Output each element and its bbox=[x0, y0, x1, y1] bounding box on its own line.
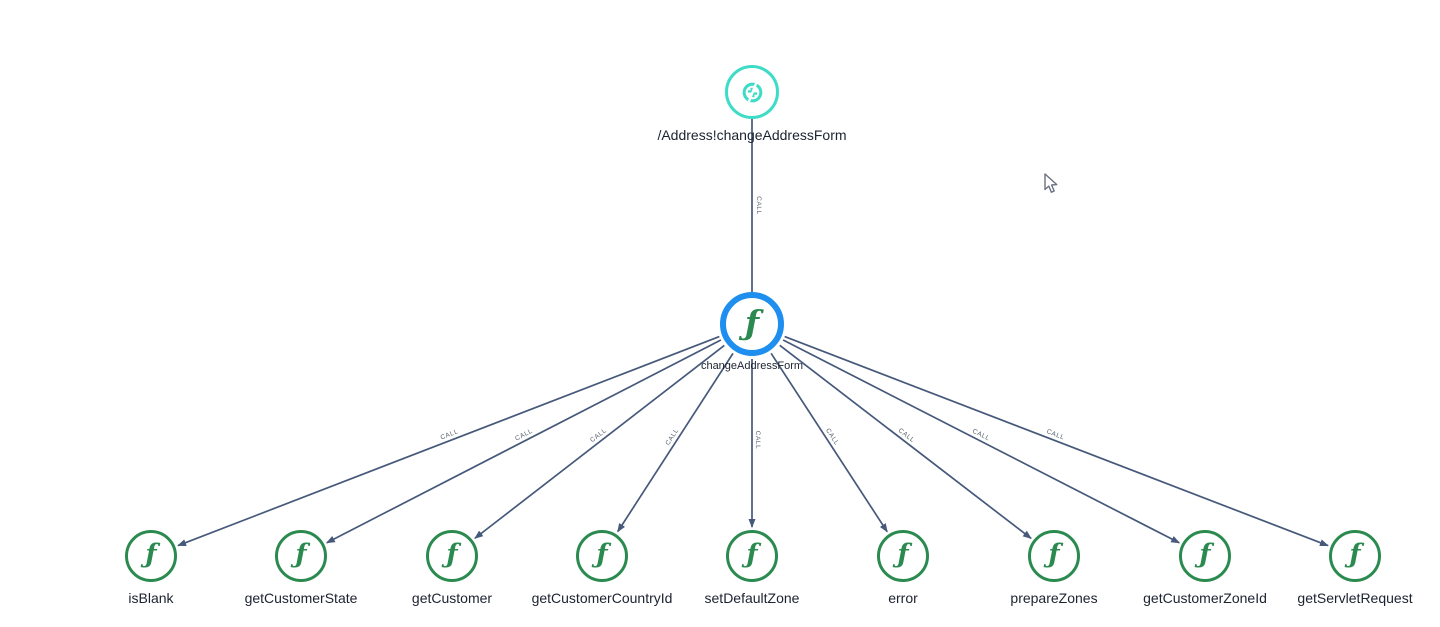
function-icon: ƒ bbox=[744, 302, 760, 342]
function-icon: ƒ bbox=[1199, 539, 1211, 570]
node-label-function: setDefaultZone bbox=[704, 590, 800, 606]
node-label-function: getServletRequest bbox=[1297, 590, 1413, 606]
edge-label-call: CALL bbox=[514, 428, 534, 443]
call-edge bbox=[617, 352, 734, 533]
call-edge bbox=[770, 352, 888, 533]
node-function[interactable]: ƒ bbox=[877, 530, 929, 582]
node-label-function: getCustomerCountryId bbox=[531, 590, 673, 606]
function-icon: ƒ bbox=[1349, 539, 1361, 570]
node-function-selected[interactable]: ƒ bbox=[720, 292, 784, 356]
node-function[interactable]: ƒ bbox=[275, 530, 327, 582]
edge-label-call: CALL bbox=[440, 428, 460, 441]
edge-label-call: CALL bbox=[755, 196, 762, 215]
edge-label-call: CALL bbox=[971, 428, 991, 443]
call-edge bbox=[177, 335, 720, 547]
node-function[interactable]: ƒ bbox=[576, 530, 628, 582]
node-function[interactable]: ƒ bbox=[1179, 530, 1231, 582]
function-icon: ƒ bbox=[1048, 539, 1060, 570]
node-label-function: prepareZones bbox=[1010, 590, 1098, 606]
node-label-selected: changeAddressForm bbox=[700, 360, 804, 372]
http-route-icon bbox=[742, 81, 762, 103]
node-function[interactable]: ƒ bbox=[125, 530, 177, 582]
call-edge bbox=[474, 344, 725, 539]
edge-label-call: CALL bbox=[754, 431, 761, 450]
node-label-function: isBlank bbox=[128, 590, 174, 606]
call-edge bbox=[782, 339, 1181, 544]
mouse-cursor bbox=[1042, 173, 1060, 200]
function-icon: ƒ bbox=[596, 539, 608, 570]
function-icon: ƒ bbox=[897, 539, 909, 570]
node-label-function: error bbox=[888, 590, 918, 606]
node-function[interactable]: ƒ bbox=[1028, 530, 1080, 582]
call-edge bbox=[779, 344, 1032, 540]
node-function[interactable]: ƒ bbox=[426, 530, 478, 582]
edge-label-call: CALL bbox=[1046, 428, 1066, 441]
function-icon: ƒ bbox=[295, 539, 307, 570]
node-function[interactable]: ƒ bbox=[1329, 530, 1381, 582]
call-edge bbox=[325, 339, 722, 544]
node-route[interactable] bbox=[725, 65, 779, 119]
node-label-function: getCustomerState bbox=[244, 590, 358, 606]
node-label-route: /Address!changeAddressForm bbox=[657, 127, 847, 143]
node-label-function: getCustomerZoneId bbox=[1143, 590, 1267, 606]
function-icon: ƒ bbox=[746, 539, 758, 570]
call-edge bbox=[784, 335, 1329, 547]
node-label-function: getCustomer bbox=[411, 590, 493, 606]
node-function[interactable]: ƒ bbox=[726, 530, 778, 582]
function-icon: ƒ bbox=[145, 539, 157, 570]
function-icon: ƒ bbox=[446, 539, 458, 570]
